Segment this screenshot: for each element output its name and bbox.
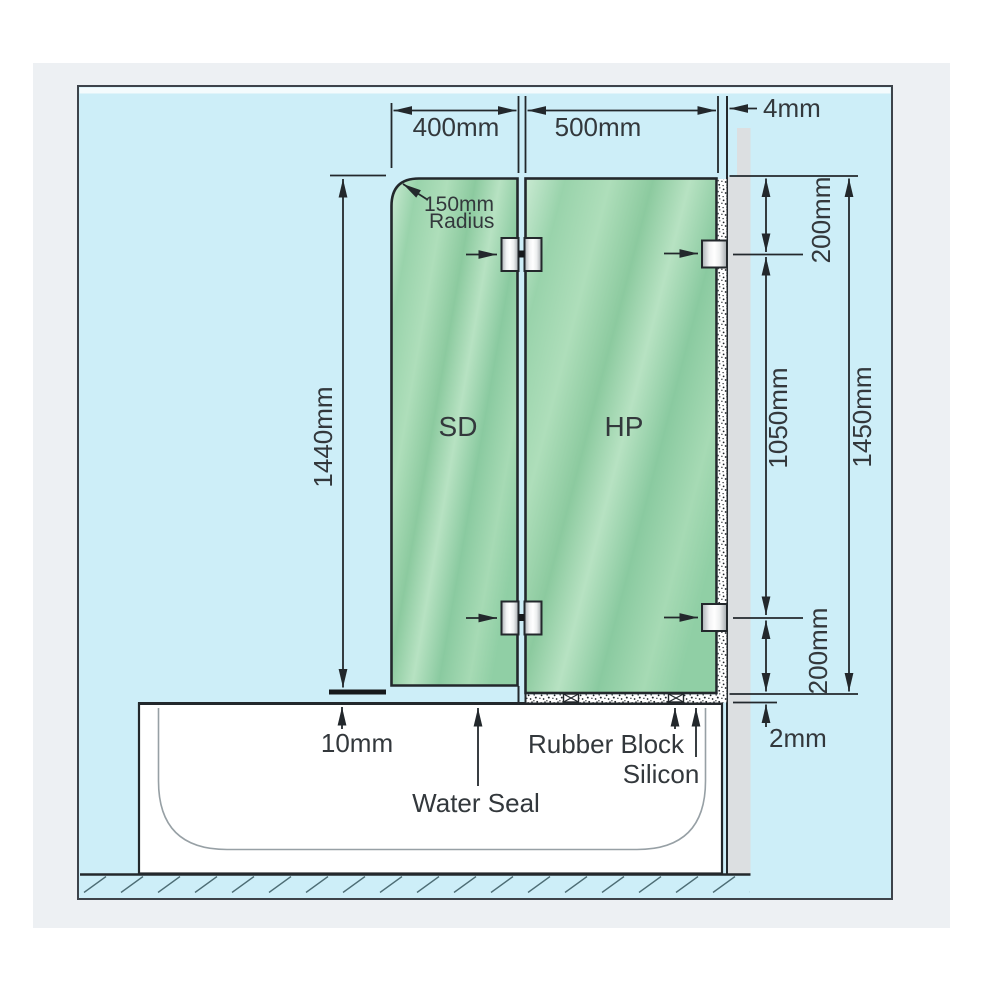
wall [726, 96, 751, 874]
dim-200-bottom-label: 200mm [803, 608, 833, 695]
panel-labels: SD HP [439, 411, 644, 442]
dim-1450-label: 1450mm [847, 366, 877, 467]
radius-word-label: Radius [429, 210, 494, 233]
floor-hatch [80, 876, 750, 893]
floor [80, 873, 751, 893]
radius-arrow [402, 183, 429, 201]
sd-panel [390, 177, 519, 687]
silicon-strip-vertical [717, 179, 727, 702]
dim-400-label: 400mm [413, 112, 500, 142]
top-hinge [500, 237, 543, 272]
sd-panel-label: SD [439, 411, 478, 442]
bottom-wall-bracket [701, 603, 728, 632]
dim-1440-label: 1440mm [308, 386, 338, 487]
bath [137, 702, 724, 875]
dim-10-label: 10mm [321, 728, 393, 758]
rubber-block-icon [562, 693, 580, 703]
rubber-block-label: Rubber Block [528, 729, 685, 759]
background-top-highlight [79, 87, 891, 94]
dim-500-label: 500mm [555, 112, 642, 142]
radius-labels: 150mm Radius [424, 193, 494, 233]
hp-panel-label: HP [605, 411, 644, 442]
silicon-strip-bottom [526, 694, 727, 703]
dim-1050-label: 1050mm [763, 367, 793, 468]
dim-4-label: 4mm [763, 93, 821, 123]
silicon-label: Silicon [623, 759, 700, 789]
rubber-block-icon [667, 693, 685, 703]
dimension-lines [337, 104, 854, 786]
labels: 400mm 500mm 4mm 1440mm 200mm 1050mm 1450… [308, 93, 877, 818]
top-wall-bracket [701, 239, 728, 269]
bath-outline [137, 702, 724, 875]
pointer-arrows [466, 249, 698, 623]
hp-panel [524, 177, 718, 695]
bottom-hinge [500, 600, 543, 636]
dim-2-label: 2mm [769, 723, 827, 753]
radius-value-label: 150mm [424, 193, 494, 216]
water-seal-label: Water Seal [412, 788, 540, 818]
dim-200-top-label: 200mm [806, 177, 836, 264]
extension-lines [330, 96, 858, 704]
bath-inner-line [157, 708, 707, 851]
